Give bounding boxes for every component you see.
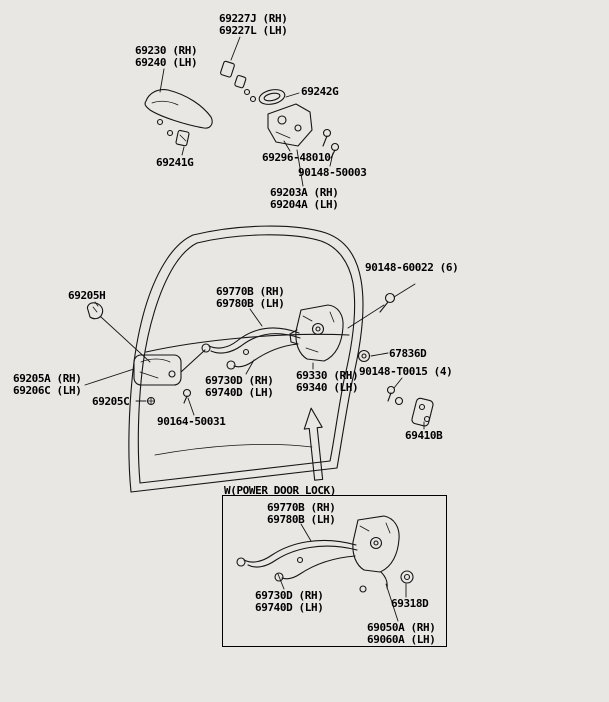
part-number: 69242G [301, 85, 339, 98]
part-number: 69740D (LH) [205, 385, 274, 399]
bolt-90148-60022 [379, 292, 396, 313]
handle-pads-69227 [220, 60, 257, 103]
clip-69205H [86, 302, 104, 320]
part-number: 69296-48010 [262, 151, 331, 164]
part-label-69205A: 69205A (RH) 69206C (LH) [13, 372, 82, 397]
part-number: 69780B (LH) [216, 296, 285, 310]
leader-lines [84, 36, 425, 622]
part-number: 69205H [68, 289, 106, 302]
part-number: 69060A (LH) [367, 632, 436, 646]
part-number: 69410B [405, 429, 443, 442]
part-number: 69227L (LH) [219, 23, 288, 37]
part-number: 67836D [389, 347, 427, 360]
part-number: 69730D (RH) [255, 589, 324, 602]
part-label-69318D: 69318D [391, 597, 429, 610]
part-label-69227: 69227J (RH) 69227L (LH) [219, 12, 288, 37]
part-number: 90148-T0015 (4) [359, 365, 453, 378]
part-label-69230: 69230 (RH) 69240 (LH) [135, 44, 198, 69]
part-number: 69730D (RH) [205, 374, 274, 387]
part-number: 69780B (LH) [267, 512, 336, 526]
cables-69770B [201, 327, 301, 370]
part-number: 69205A (RH) [13, 372, 82, 385]
part-number: 69330 (RH) [296, 369, 359, 382]
part-number: 69206C (LH) [13, 383, 82, 397]
part-label-69205H: 69205H [68, 289, 106, 302]
part-label-90164-50031: 90164-50031 [157, 415, 226, 428]
part-label-69730D: 69730D (RH) 69740D (LH) [205, 374, 274, 399]
part-number: 90148-50003 [298, 166, 367, 179]
part-number: 69340 (LH) [296, 380, 359, 394]
screws-90148-T0015 [386, 385, 404, 406]
part-label-69242G: 69242G [301, 85, 339, 98]
part-number: 69230 (RH) [135, 44, 198, 57]
part-label-67836D: 67836D [389, 347, 427, 360]
part-number: 69050A (RH) [367, 621, 436, 634]
part-label-69203A: 69203A (RH) 69204A (LH) [270, 186, 339, 211]
screws-90148-50003 [322, 128, 340, 159]
lock-assembly-69330 [289, 304, 344, 362]
part-number: 90164-50031 [157, 415, 226, 428]
box-title-text: W(POWER DOOR LOCK) [224, 484, 337, 497]
part-number: 69740D (LH) [255, 600, 324, 614]
up-arrow [303, 407, 324, 481]
inner-handle-bezel-69205A [133, 349, 206, 386]
part-label-69330: 69330 (RH) 69340 (LH) [296, 369, 359, 394]
part-number: 69770B (RH) [267, 501, 336, 514]
part-label-90148-T0015: 90148-T0015 (4) [359, 365, 453, 378]
part-label-69410B: 69410B [405, 429, 443, 442]
part-number: 90148-60022 (6) [365, 261, 459, 274]
exterior-handle [144, 89, 213, 137]
part-number: 69227J (RH) [219, 12, 288, 25]
grommet-67836D [357, 349, 371, 363]
part-label-69205C: 69205C [92, 395, 130, 408]
part-number: 69318D [391, 597, 429, 610]
part-number: 69203A (RH) [270, 186, 339, 199]
screw-90164-50031 [182, 388, 192, 404]
part-number: 69205C [92, 395, 130, 408]
clip-69241G [175, 129, 190, 147]
screw-69205C [146, 396, 156, 406]
part-label-69730D-box: 69730D (RH) 69740D (LH) [255, 589, 324, 614]
part-number: 69241G [156, 156, 194, 169]
part-label-90148-50003: 90148-50003 [298, 166, 367, 179]
box-lock-assembly-69050A [352, 515, 400, 593]
striker-69410B [411, 397, 434, 427]
power-door-lock-box [222, 495, 447, 647]
part-number: 69204A (LH) [270, 197, 339, 211]
part-number: 69240 (LH) [135, 55, 198, 69]
box-cables-69770B [236, 539, 358, 582]
box-title: W(POWER DOOR LOCK) [224, 485, 336, 497]
part-label-69770B: 69770B (RH) 69780B (LH) [216, 285, 285, 310]
part-label-69770B-box: 69770B (RH) 69780B (LH) [267, 501, 336, 526]
handle-frame-69203A [267, 103, 313, 147]
part-number: 69770B (RH) [216, 285, 285, 298]
gasket-69242G [258, 89, 286, 105]
box-grommet-69318D [400, 570, 414, 584]
part-label-69296-48010: 69296-48010 [262, 151, 331, 164]
part-label-69050A: 69050A (RH) 69060A (LH) [367, 621, 436, 646]
part-label-69241G: 69241G [156, 156, 194, 169]
part-label-90148-60022: 90148-60022 (6) [365, 261, 459, 274]
